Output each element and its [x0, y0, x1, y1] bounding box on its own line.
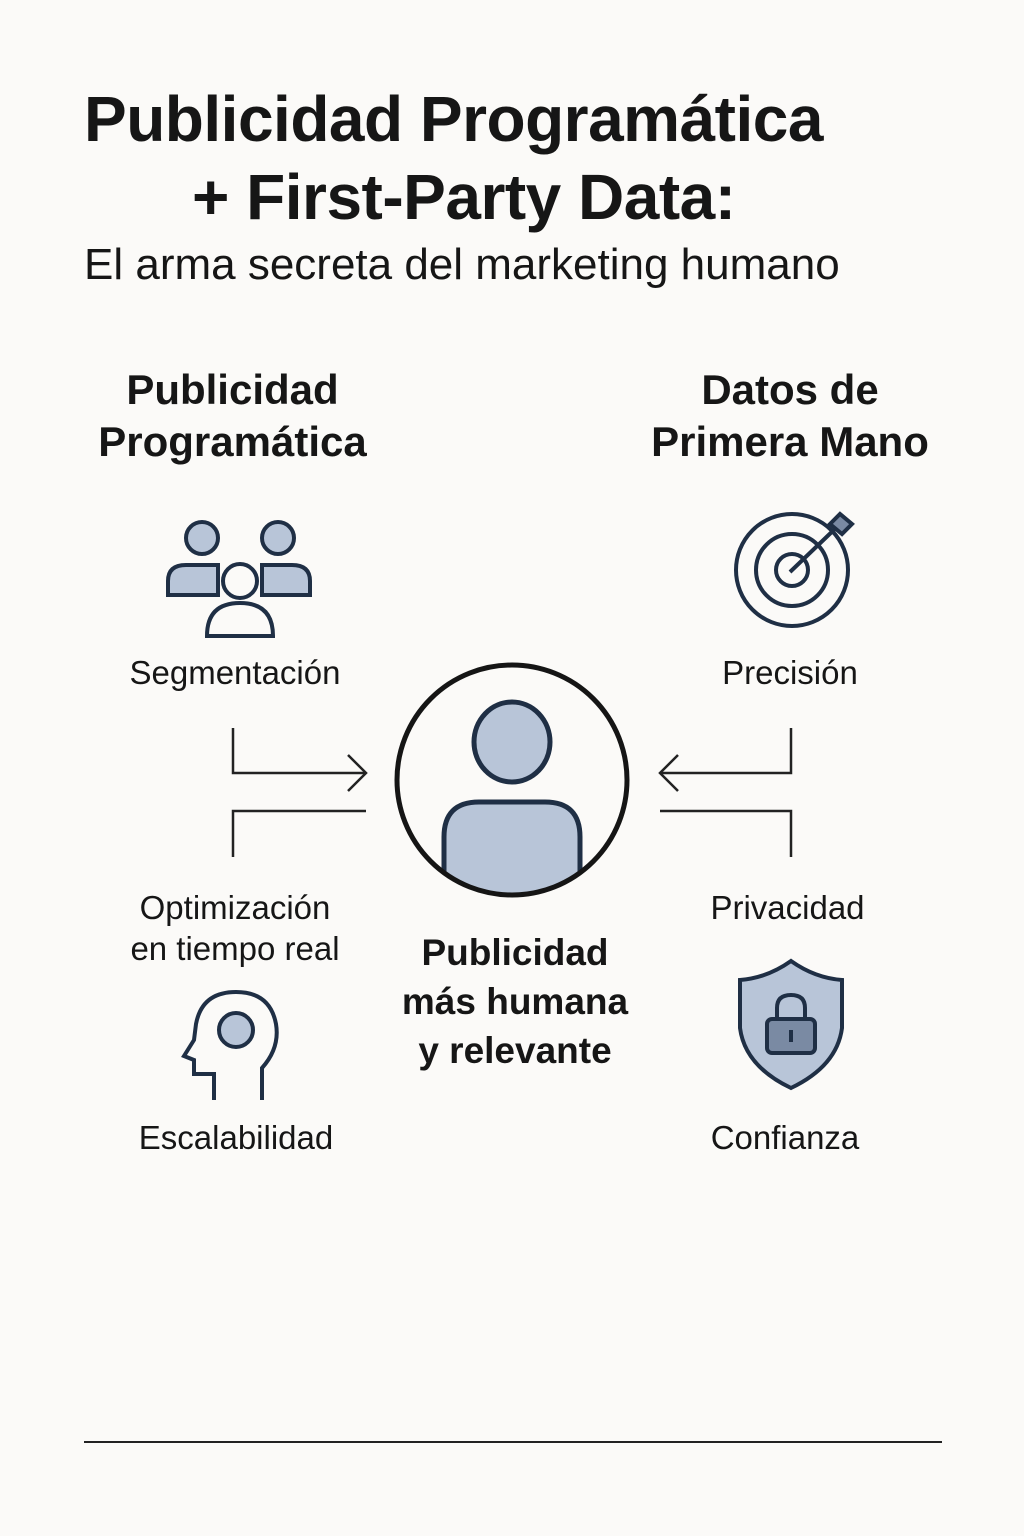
target-icon [734, 511, 855, 628]
center-caption-line-2: más humana [401, 981, 629, 1022]
title-line-2: + First-Party Data: [192, 161, 736, 233]
right-heading-line-2: Primera Mano [651, 418, 929, 465]
label-privacidad: Privacidad [710, 889, 865, 926]
subtitle: El arma secreta del marketing humano [84, 240, 840, 289]
connector-left-bottom [231, 809, 366, 857]
arrow-right-top [660, 728, 793, 775]
title-line-1: Publicidad Programática [84, 83, 823, 155]
label-optimizacion: Optimización en tiempo real [80, 887, 390, 969]
center-caption-line-1: Publicidad [421, 932, 609, 973]
label-precision: Precisión [722, 654, 858, 691]
center-caption-line-3: y relevante [418, 1030, 612, 1071]
right-heading-line-1: Datos de [701, 366, 879, 413]
label-optimizacion-line-1: Optimización [139, 889, 331, 926]
connector-lines [231, 728, 793, 857]
label-segmentacion: Segmentación [129, 654, 341, 691]
left-column-heading: Publicidad Programática [60, 364, 405, 468]
label-confianza: Confianza [710, 1119, 860, 1156]
head-brain-icon [181, 989, 279, 1100]
connector-right-bottom [660, 809, 793, 857]
central-person-icon [394, 662, 630, 898]
right-column-heading: Datos de Primera Mano [620, 364, 960, 468]
bottom-divider [84, 1441, 942, 1443]
left-heading-line-1: Publicidad [126, 366, 339, 413]
label-escalabilidad: Escalabilidad [138, 1119, 334, 1156]
center-caption: Publicidad más humana y relevante [370, 928, 660, 1075]
left-heading-line-2: Programática [98, 418, 367, 465]
shield-lock-icon [738, 958, 844, 1091]
arrow-left-top [231, 728, 366, 775]
label-optimizacion-line-2: en tiempo real [130, 930, 340, 967]
group-users-icon [166, 520, 312, 638]
